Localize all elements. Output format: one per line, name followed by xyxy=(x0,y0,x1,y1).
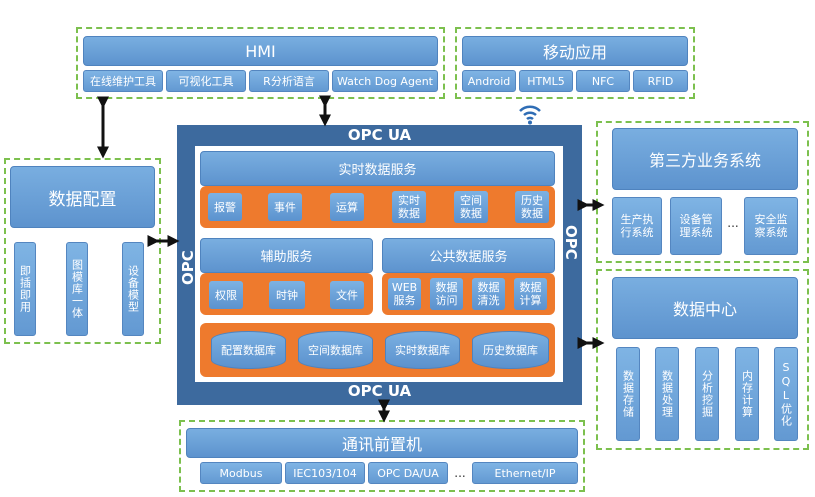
data-center-title: 数据中心 xyxy=(612,277,798,339)
aux-item: 时钟 xyxy=(269,281,305,309)
realtime-item: 空间 数据 xyxy=(454,191,488,223)
data-center-group xyxy=(596,269,809,450)
config-item: 设备模型 xyxy=(122,242,144,336)
third-party-title: 第三方业务系统 xyxy=(612,128,798,190)
data-center-item: 内存计算 xyxy=(735,347,759,441)
third-party-item: 设备管 理系统 xyxy=(670,197,722,255)
third-party-ellipsis: ... xyxy=(727,216,739,230)
public-item: WEB 服务 xyxy=(388,278,421,310)
public-title: 公共数据服务 xyxy=(382,238,555,273)
mobile-item: RFID xyxy=(633,70,688,92)
realtime-item: 运算 xyxy=(330,193,364,221)
public-item: 数据 计算 xyxy=(514,278,547,310)
database-cylinder: 配置数据库 xyxy=(211,331,286,369)
realtime-bar xyxy=(200,186,555,228)
comm-ellipsis: ... xyxy=(454,466,466,480)
database-cylinder: 实时数据库 xyxy=(385,331,460,369)
aux-item: 文件 xyxy=(330,281,364,309)
aux-title: 辅助服务 xyxy=(200,238,373,273)
public-item: 数据 访问 xyxy=(430,278,463,310)
data-center-item: 分析挖掘 xyxy=(695,347,719,441)
data-center-item: SQL优化 xyxy=(774,347,798,441)
third-party-item: 安全监 察系统 xyxy=(744,197,798,255)
config-title: 数据配置 xyxy=(10,166,155,228)
config-item: 图模库一体 xyxy=(66,242,88,336)
comm-item: IEC103/104 xyxy=(285,462,365,484)
data-center-item: 数据存储 xyxy=(616,347,640,441)
mobile-item: Android xyxy=(462,70,516,92)
opc-ua-bottom-label: OPC UA xyxy=(347,382,412,400)
third-party-group xyxy=(596,121,809,263)
database-cylinder: 历史数据库 xyxy=(472,331,549,369)
third-party-item: 生产执 行系统 xyxy=(612,197,662,255)
realtime-item: 事件 xyxy=(268,193,302,221)
realtime-item: 实时 数据 xyxy=(392,191,426,223)
mobile-item: NFC xyxy=(576,70,630,92)
wifi-icon xyxy=(519,105,541,125)
hmi-title: HMI xyxy=(83,36,438,66)
realtime-title: 实时数据服务 xyxy=(200,151,555,186)
realtime-item: 历史 数据 xyxy=(515,191,549,223)
database-cylinder: 空间数据库 xyxy=(298,331,373,369)
config-item: 即插即用 xyxy=(14,242,36,336)
realtime-item: 报警 xyxy=(208,193,242,221)
hmi-item: Watch Dog Agent xyxy=(332,70,438,92)
comm-title: 通讯前置机 xyxy=(186,428,578,458)
hmi-item: R分析语言 xyxy=(249,70,329,92)
hmi-group xyxy=(76,27,445,99)
public-item: 数据 清洗 xyxy=(472,278,505,310)
config-group xyxy=(4,158,161,344)
comm-item: OPC DA/UA xyxy=(368,462,448,484)
mobile-title: 移动应用 xyxy=(462,36,688,66)
comm-item: Modbus xyxy=(200,462,282,484)
opc-ua-top-label: OPC UA xyxy=(347,126,412,144)
mobile-group xyxy=(455,27,695,99)
comm-item: Ethernet/IP xyxy=(472,462,578,484)
data-center-item: 数据处理 xyxy=(655,347,679,441)
hmi-item: 在线维护工具 xyxy=(83,70,163,92)
mobile-item: HTML5 xyxy=(519,70,573,92)
aux-item: 权限 xyxy=(209,281,243,309)
hmi-item: 可视化工具 xyxy=(166,70,246,92)
